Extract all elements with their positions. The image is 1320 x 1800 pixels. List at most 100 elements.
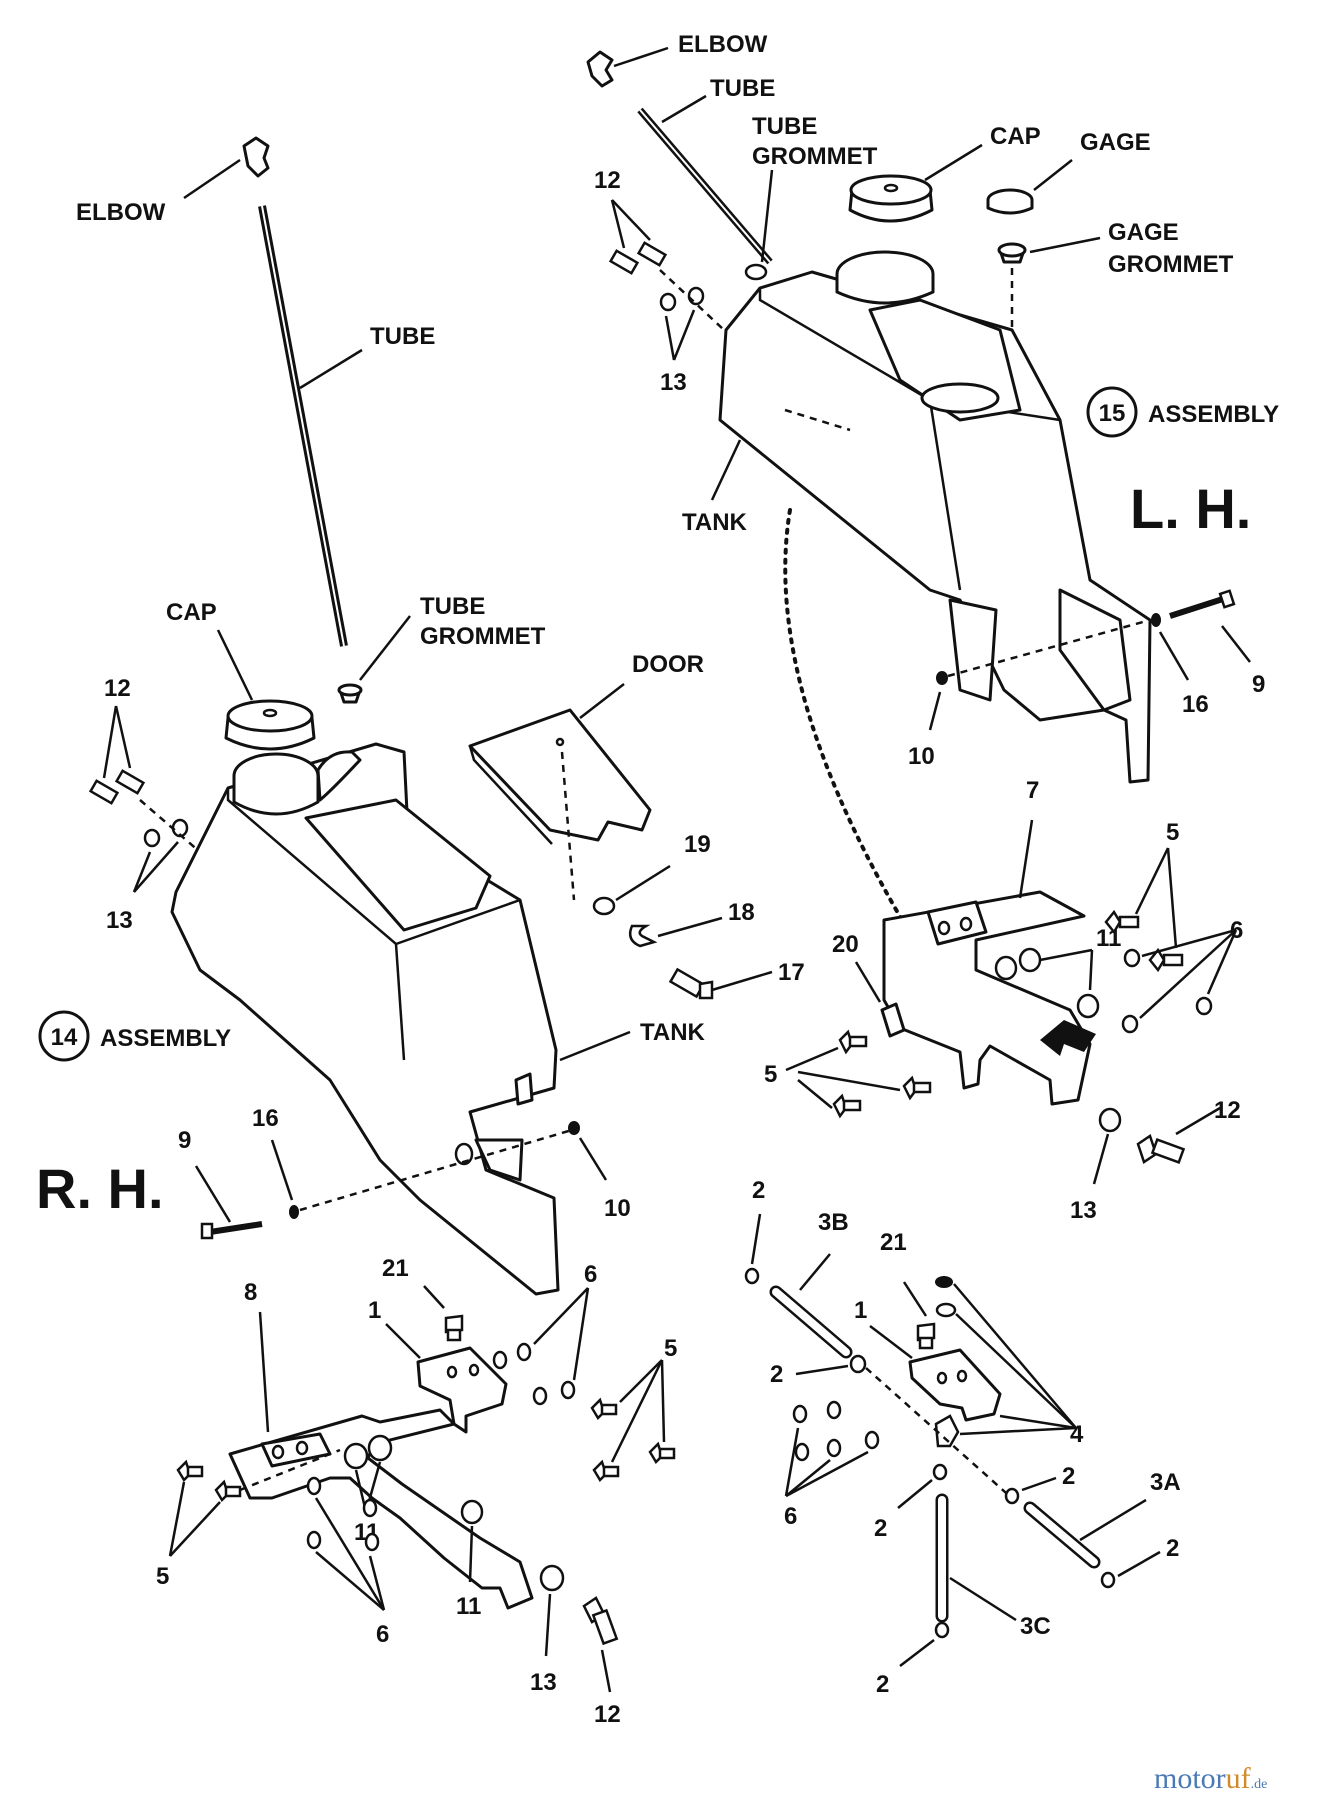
label-3b: 3B [818,1209,849,1236]
linkage-assembly: 3B 2 2 1 21 [744,1177,1181,1698]
label-14: 14 [51,1024,78,1051]
label-2-rod3a-bottom: 2 [1166,1535,1179,1562]
rh-nuts-6-bottom: 6 [306,1476,389,1648]
nut-2-rod3a-top: 2 [1004,1463,1075,1505]
label-9-rh: 9 [178,1127,191,1154]
nut-2-rod3c-top: 2 [874,1463,948,1542]
lh-gage-grommet: GAGE GROMMET [997,219,1234,420]
rh-nuts-11: 11 11 [239,1434,484,1620]
label-6-top: 6 [1230,917,1243,944]
label-7: 7 [1026,777,1039,804]
label-tank-lh: TANK [682,509,748,536]
label-gage-grommet-2: GROMMET [1108,251,1234,278]
watermark-part2: uf [1226,1762,1251,1795]
label-2-rod3a-top: 2 [1062,1463,1075,1490]
label-6-rh-top: 6 [584,1261,597,1288]
lh-bolt-12-lower: 12 [1136,1097,1241,1164]
svg-text:motoruf.de: motoruf.de [1154,1762,1267,1795]
label-door: DOOR [632,651,704,678]
label-cap-rh: CAP [166,599,217,626]
label-10-lh: 10 [908,743,935,770]
label-11-lh: 11 [1096,925,1121,952]
rh-tank: TANK [170,742,706,1296]
label-5-mid: 5 [764,1061,777,1088]
rh-tube-grommet: TUBE GROMMET [337,593,546,704]
rh-washer-19: 19 [592,831,711,916]
label-5-rh-left: 5 [156,1563,169,1590]
lh-tank: TANK [682,250,1152,784]
label-10-rh: 10 [604,1195,631,1222]
link-nuts-6: 6 [784,1400,880,1530]
label-elbow-rh: ELBOW [76,199,166,226]
label-6-link: 6 [784,1503,797,1530]
lh-tube: TUBE [637,75,775,265]
label-tube-grommet-lh-2: GROMMET [752,143,878,170]
label-5-top: 5 [1166,819,1179,846]
label-12-right: 12 [1214,1097,1241,1124]
rh-cap: CAP [166,599,316,751]
rh-washers-13: 13 [106,799,291,934]
label-16-lh: 16 [1182,691,1209,718]
label-2-rod3c-top: 2 [874,1515,887,1542]
label-1-link: 1 [854,1297,867,1324]
label-assembly-14: ASSEMBLY [100,1025,231,1052]
lh-nuts-6-top: 6 [1121,917,1243,1034]
label-13-rh-bottom: 13 [530,1669,557,1696]
rh-bolt-12-bottom: 12 [582,1596,621,1728]
lh-assembly-callout: 15 ASSEMBLY [1086,386,1279,438]
label-6-rh-bottom: 6 [376,1621,389,1648]
label-18: 18 [728,899,755,926]
lh-nuts-11: 11 [994,925,1121,1019]
label-21-rh: 21 [382,1255,409,1282]
label-20: 20 [832,931,859,958]
lh-bolts-12: 12 [594,167,668,275]
lh-nut-10: 10 [908,618,1151,770]
rod-3b: 3B [769,1209,853,1359]
label-elbow-lh: ELBOW [678,31,768,58]
parts-4: 4 [865,1276,1084,1501]
label-13-rh: 13 [106,907,133,934]
rh-washer-13-bottom: 13 [530,1564,565,1696]
label-2-rod3c-bottom: 2 [876,1671,889,1698]
label-tube-lh: TUBE [710,75,775,102]
watermark-logo: motoruf.de [1154,1762,1267,1795]
label-11-rh-b: 11 [456,1593,481,1620]
lh-assembly: ELBOW TUBE TUBE GROMMET CAP [586,31,1279,952]
rh-nuts-6-top: 6 [492,1261,597,1406]
nut-2-left: 2 [770,1354,867,1388]
label-13-lh: 13 [660,369,687,396]
rh-bolt-21: 21 [382,1255,464,1342]
rh-bolts-12: 12 [88,675,146,805]
label-19: 19 [684,831,711,858]
label-8: 8 [244,1279,257,1306]
link-bracket-1: 1 [854,1297,1002,1422]
label-tube-grommet-rh-1: TUBE [420,593,485,620]
label-17: 17 [778,959,805,986]
link-bolt-21: 21 [880,1229,936,1350]
watermark-part1: motor [1154,1762,1226,1795]
label-rh: R. H. [36,1157,164,1220]
label-5-rh-right: 5 [664,1335,677,1362]
label-3a: 3A [1150,1469,1181,1496]
rod-3a: 3A [1023,1469,1181,1569]
rh-bracket-8: 8 [228,1279,534,1610]
rh-nut-10: 10 [568,1121,631,1222]
nut-2-rod3c-bottom: 2 [876,1621,950,1698]
label-9-lh: 9 [1252,671,1265,698]
rh-bolt-9: 9 [178,1127,263,1240]
watermark-suffix: .de [1251,1777,1268,1792]
label-gage: GAGE [1080,129,1151,156]
label-21-link: 21 [880,1229,907,1256]
lh-tube-grommet: TUBE GROMMET [744,113,878,281]
label-16-rh: 16 [252,1105,279,1132]
label-3c: 3C [1020,1613,1051,1640]
label-12-lh: 12 [594,167,621,194]
label-2-left: 2 [770,1361,783,1388]
rod-3c: 3C [935,1493,1051,1640]
rh-bolts-5-left: 5 [156,1459,242,1590]
rh-clip-18: 18 [629,899,755,948]
lh-washer-16: 16 [1151,613,1209,718]
rh-door: DOOR [468,651,704,901]
label-tube-rh: TUBE [370,323,435,350]
